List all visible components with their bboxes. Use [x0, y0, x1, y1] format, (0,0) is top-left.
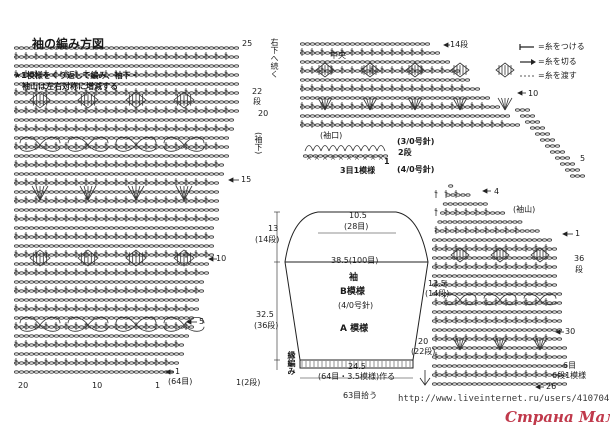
svg-text:×: × — [314, 154, 320, 162]
svg-text:×: × — [322, 154, 328, 162]
row-label-dan: 段 — [253, 97, 261, 106]
cuff-label: (袖口) — [320, 131, 343, 140]
sch-top-width: 10.5 — [349, 211, 367, 220]
sch-bottom-63: 63目拾う — [343, 391, 378, 400]
cuff-stitch-chart: ×××××××××× — [302, 145, 388, 162]
row-label-right-4: 4 — [494, 187, 500, 196]
sch-left-13: 13 — [268, 224, 279, 233]
row-label-right-10: 10 — [528, 89, 539, 98]
row-label-right-5: 5 — [580, 154, 586, 163]
row-label-1-sts: (64目) — [168, 377, 193, 386]
row-label-right-36: 36 — [574, 254, 585, 263]
rows-6-pattern-label: 6段1模様 — [552, 371, 587, 380]
sch-side-20-rows: (22段) — [411, 347, 436, 356]
row-label-right-30: 30 — [565, 327, 576, 336]
row-label-15: 15 — [241, 175, 252, 184]
cuff-needle-4: (4/0号針) — [397, 165, 435, 174]
legend-symbols — [519, 44, 536, 77]
row-label-22: 22 — [252, 87, 263, 96]
legend-cut-text: =糸を切る — [538, 57, 577, 66]
note-line-1: ★1模様をくり返して編み、袖下・ — [14, 71, 139, 80]
legend-attach-text: =糸をつける — [538, 42, 585, 51]
bottom-tick-10: 10 — [92, 381, 103, 390]
row-label-25: 25 — [242, 39, 253, 48]
row-label-10: 10 — [216, 254, 227, 263]
stitch-6-label: 6目 — [563, 361, 577, 370]
sleeve-cap-label: (袖山) — [513, 205, 536, 214]
svg-text:×: × — [306, 154, 312, 162]
sch-left-13-rows: (14段) — [255, 235, 280, 244]
sch-top-sts: (28目) — [344, 222, 369, 231]
row-label-20: 20 — [258, 109, 269, 118]
sch-width-38: 38.5(100目) — [331, 256, 379, 265]
sch-name: 袖 — [349, 273, 359, 283]
row-label-right-1: 1 — [575, 229, 581, 238]
sch-pattern-b: B模様 — [340, 287, 365, 297]
watermark-url: http://www.liveinternet.ru/users/4107042… — [398, 394, 610, 404]
rows-14-label: 14段 — [450, 40, 469, 49]
cuff-rows-2: 2段 — [398, 148, 412, 157]
sch-side-12: 12.5 — [428, 279, 446, 288]
row-label-right-26: 26 — [546, 382, 557, 391]
legend-pass-text: =糸を渡す — [538, 71, 577, 80]
svg-text:×: × — [338, 154, 344, 162]
svg-text:×: × — [378, 154, 384, 162]
underarm-label: (袖下) — [254, 132, 263, 155]
row-label-5: 5 — [199, 317, 205, 326]
svg-text:×: × — [362, 154, 368, 162]
svg-text:×: × — [330, 154, 336, 162]
sch-left-32: 32.5 — [256, 310, 274, 319]
bottom-tick-1: 1 — [155, 381, 161, 390]
row-label-right-dan: 段 — [575, 265, 583, 274]
row-label-1: 1 — [175, 367, 181, 376]
sleeve-schematic — [274, 211, 431, 386]
svg-text:×: × — [346, 154, 352, 162]
sch-side-20: 20 — [418, 337, 429, 346]
right-stitch-chart — [299, 42, 586, 386]
sch-bottom-1: 1(2段) — [236, 378, 261, 387]
svg-text:×: × — [354, 154, 360, 162]
cuff-row-1: 1 — [384, 157, 390, 166]
sch-needle-4: (4/0号針) — [338, 301, 374, 310]
continue-right-label: 右下へ続く — [270, 38, 279, 78]
center-label: 中央 — [330, 51, 346, 60]
sch-edging: 縁編み — [287, 351, 296, 375]
sch-width-24-sub: (64目・3.5模様)作る — [318, 372, 396, 381]
cuff-stitch-pattern: 3目1模様 — [340, 166, 376, 175]
page-title: 袖の編み方図 — [32, 37, 105, 51]
sch-pattern-a: A 模様 — [340, 324, 369, 334]
note-line-2: 袖山は左右対称に増減する — [22, 82, 118, 91]
sch-width-24: 24.5 — [348, 362, 366, 371]
row-pointer-arrows — [165, 42, 573, 390]
cuff-needle-3: (3/0号針) — [397, 137, 435, 146]
sch-side-12-rows: (14段) — [425, 289, 450, 298]
watermark-logo: Страна Мам — [505, 408, 610, 426]
sch-left-32-rows: (36段) — [254, 321, 279, 330]
bottom-tick-20: 20 — [18, 381, 29, 390]
left-stitch-chart — [13, 46, 239, 374]
svg-text:×: × — [370, 154, 376, 162]
